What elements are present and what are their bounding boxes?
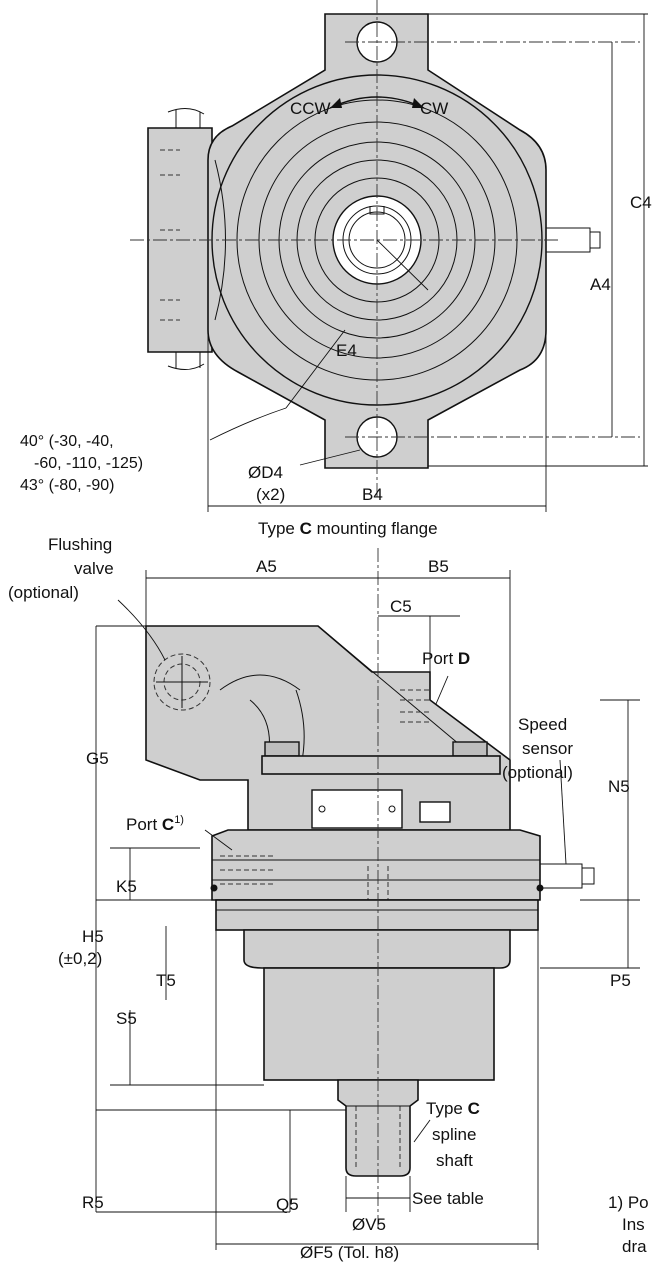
dim-label-c5: C5 [390, 597, 412, 616]
label-ccw: CCW [290, 99, 331, 118]
side-view-motor [95, 548, 640, 1250]
flushing-label-line3: (optional) [8, 583, 79, 602]
dim-label-t5: T5 [156, 971, 176, 990]
dim-label-d4: ØD4 [248, 463, 283, 482]
label-cw: CW [420, 99, 448, 118]
top-view-flange [130, 0, 648, 512]
port-d-label: Port D [422, 649, 470, 668]
angle-label-line1: 40° (-30, -40, [20, 433, 114, 450]
dim-label-e4: E4 [336, 341, 357, 360]
dim-label-s5: S5 [116, 1009, 137, 1028]
dim-label-r5: R5 [82, 1193, 104, 1212]
dim-label-c4: C4 [630, 193, 652, 212]
shaft-label-line2: spline [432, 1125, 476, 1144]
dim-label-b5: B5 [428, 557, 449, 576]
angle-label-line3: 43° (-80, -90) [20, 477, 114, 494]
shaft-label-line1: Type C [426, 1099, 480, 1118]
speed-sensor-line1: Speed [518, 715, 567, 734]
caption-mounting-flange: Type C mounting flange [258, 519, 438, 538]
dim-label-f5: ØF5 (Tol. h8) [300, 1243, 399, 1262]
dim-label-h5-tol: (±0,2) [58, 949, 102, 968]
dim-label-b4: B4 [362, 485, 383, 504]
flushing-label-line1: Flushing [48, 535, 112, 554]
footnote-line2: Ins [622, 1215, 645, 1234]
dim-label-a5: A5 [256, 557, 277, 576]
dim-label-k5: K5 [116, 877, 137, 896]
dim-label-a4: A4 [590, 275, 611, 294]
flushing-label-line2: valve [74, 559, 114, 578]
speed-sensor-line3: (optional) [502, 763, 573, 782]
footnote-line3: dra [622, 1237, 647, 1256]
footnote-line1: 1) Po [608, 1193, 649, 1212]
dim-label-p5: P5 [610, 971, 631, 990]
see-table-label: See table [412, 1189, 484, 1208]
port-c-label: Port C1) [126, 814, 184, 834]
angle-label-line2: -60, -110, -125) [34, 455, 143, 472]
dim-label-h5: H5 [82, 927, 104, 946]
dim-label-q5: Q5 [276, 1195, 299, 1214]
dim-label-d4-qty: (x2) [256, 485, 285, 504]
dim-label-n5: N5 [608, 777, 630, 796]
shaft-label-line3: shaft [436, 1151, 473, 1170]
dim-label-v5: ØV5 [352, 1215, 386, 1234]
dim-label-g5: G5 [86, 749, 109, 768]
speed-sensor-line2: sensor [522, 739, 573, 758]
